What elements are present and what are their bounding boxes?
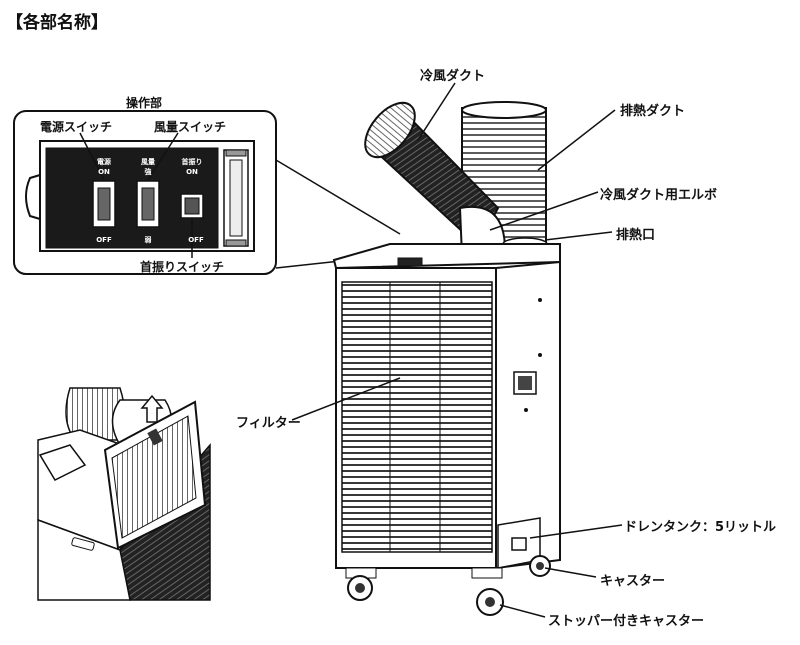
drain-tank-label: ドレンタンク：5リットル	[624, 520, 777, 535]
fan-top-text: 風量	[141, 158, 155, 166]
swing-on-text: ON	[186, 168, 198, 176]
caster-label: キャスター	[600, 574, 666, 589]
swing-top-text: 首振り	[181, 158, 203, 166]
control-panel-heading: 操作部	[126, 96, 163, 110]
diagram-title: 【各部名称】	[6, 13, 108, 33]
control-panel-callout	[13, 110, 406, 275]
power-off-text: OFF	[96, 236, 112, 244]
elbow-label: 冷風ダクト用エルボ	[600, 188, 718, 203]
power-on-text: ON	[98, 168, 110, 176]
main-unit	[332, 101, 561, 616]
fan-weak-text: 弱	[144, 236, 152, 244]
filter-inset	[37, 387, 211, 601]
filter-label: フィルター	[236, 416, 301, 431]
cold-duct-label: 冷風ダクト	[420, 69, 486, 84]
swing-switch-label: 首振りスイッチ	[140, 260, 225, 274]
exhaust-port-label: 排熱口	[616, 228, 656, 243]
exhaust-duct-label: 排熱ダクト	[620, 104, 686, 119]
swing-off-text: OFF	[188, 236, 204, 244]
leader-lines	[291, 82, 623, 618]
fan-switch-label: 風量スイッチ	[154, 120, 227, 134]
power-top-text: 電源	[97, 158, 111, 166]
stopper-caster-label: ストッパー付きキャスター	[548, 614, 705, 629]
fan-strong-text: 強	[144, 168, 152, 176]
power-switch-label: 電源スイッチ	[40, 120, 113, 134]
